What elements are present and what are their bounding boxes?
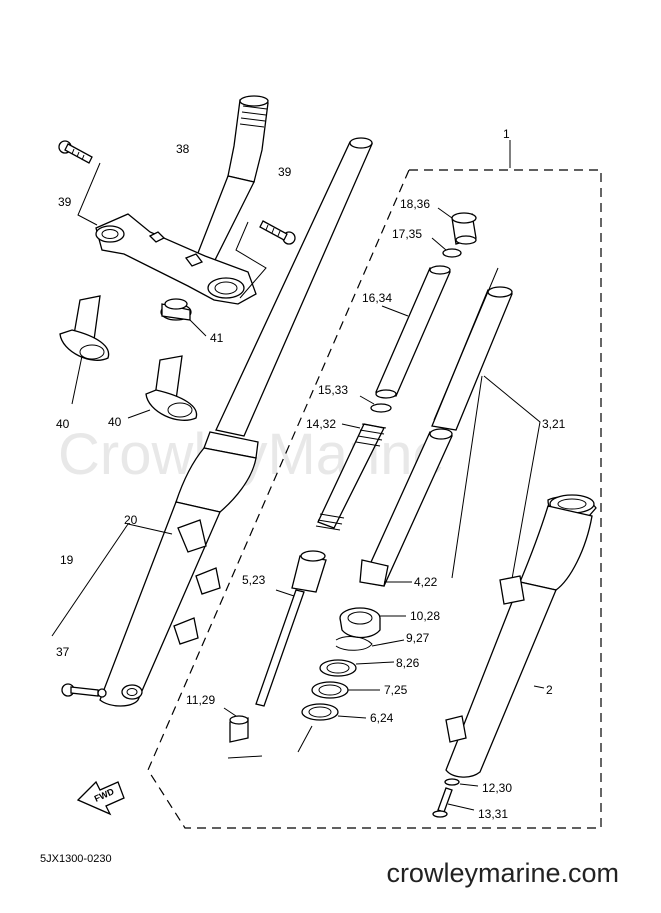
assembly-outline xyxy=(147,169,602,829)
label-6-24: 6,24 xyxy=(370,711,394,725)
bolt-37 xyxy=(61,683,107,698)
seal-7-25 xyxy=(311,681,349,699)
label-3-21: 3,21 xyxy=(542,417,566,431)
clip-9-27 xyxy=(335,636,373,651)
label-18-36: 18,36 xyxy=(400,197,430,211)
spring-14-32 xyxy=(315,423,387,531)
label-17-35: 17,35 xyxy=(392,227,422,241)
label-11-29: 11,29 xyxy=(186,693,215,707)
label-40-upper: 40 xyxy=(56,417,70,431)
inner-tube-3-21 xyxy=(431,286,513,431)
label-8-26: 8,26 xyxy=(396,656,420,670)
fork-cover-40-upper xyxy=(59,295,110,361)
label-40-lower: 40 xyxy=(108,415,122,429)
site-url: crowleymarine.com xyxy=(386,858,619,888)
lock-piece-11-29 xyxy=(229,715,249,743)
collar-41 xyxy=(160,298,192,321)
washer-15-33 xyxy=(370,403,392,413)
label-14-32: 14,32 xyxy=(306,417,336,431)
label-12-30: 12,30 xyxy=(482,781,512,795)
fwd-arrow-icon: FWD xyxy=(76,780,125,816)
fork-assembly-left xyxy=(99,137,373,707)
lower-bracket xyxy=(95,213,257,305)
label-37: 37 xyxy=(56,645,70,659)
bolt-39-left xyxy=(58,140,93,164)
label-16-34: 16,34 xyxy=(362,291,392,305)
damper-rod-5-23 xyxy=(255,550,327,707)
label-9-27: 9,27 xyxy=(406,631,430,645)
bolt-39-right xyxy=(259,220,296,245)
label-20: 20 xyxy=(124,513,138,527)
label-1: 1 xyxy=(503,127,510,141)
label-5-23: 5,23 xyxy=(242,573,266,587)
label-41: 41 xyxy=(210,331,224,345)
cap-bolt-18-36 xyxy=(451,212,477,245)
label-38: 38 xyxy=(176,142,190,156)
label-39-right: 39 xyxy=(278,165,292,179)
label-15-33: 15,33 xyxy=(318,383,348,397)
label-7-25: 7,25 xyxy=(384,683,408,697)
label-19: 19 xyxy=(60,553,74,567)
label-13-31: 13,31 xyxy=(478,807,508,821)
o-ring-17-35 xyxy=(442,248,462,258)
bolt-13-31 xyxy=(432,787,453,818)
label-2: 2 xyxy=(546,683,553,697)
oil-seal-10-28 xyxy=(339,607,381,639)
damper-4-22 xyxy=(359,428,453,587)
drawing-code: 5JX1300-0230 xyxy=(40,853,112,865)
outer-tube-2 xyxy=(445,494,597,778)
bushing-6-24 xyxy=(301,703,339,721)
washer-12-30 xyxy=(444,778,460,786)
label-4-22: 4,22 xyxy=(414,575,438,589)
washer-8-26 xyxy=(319,659,357,677)
fork-cover-40-lower xyxy=(145,355,198,421)
spacer-16-34 xyxy=(375,265,451,399)
steering-stem xyxy=(195,95,269,263)
label-39-left: 39 xyxy=(58,195,72,209)
label-10-28: 10,28 xyxy=(410,609,440,623)
